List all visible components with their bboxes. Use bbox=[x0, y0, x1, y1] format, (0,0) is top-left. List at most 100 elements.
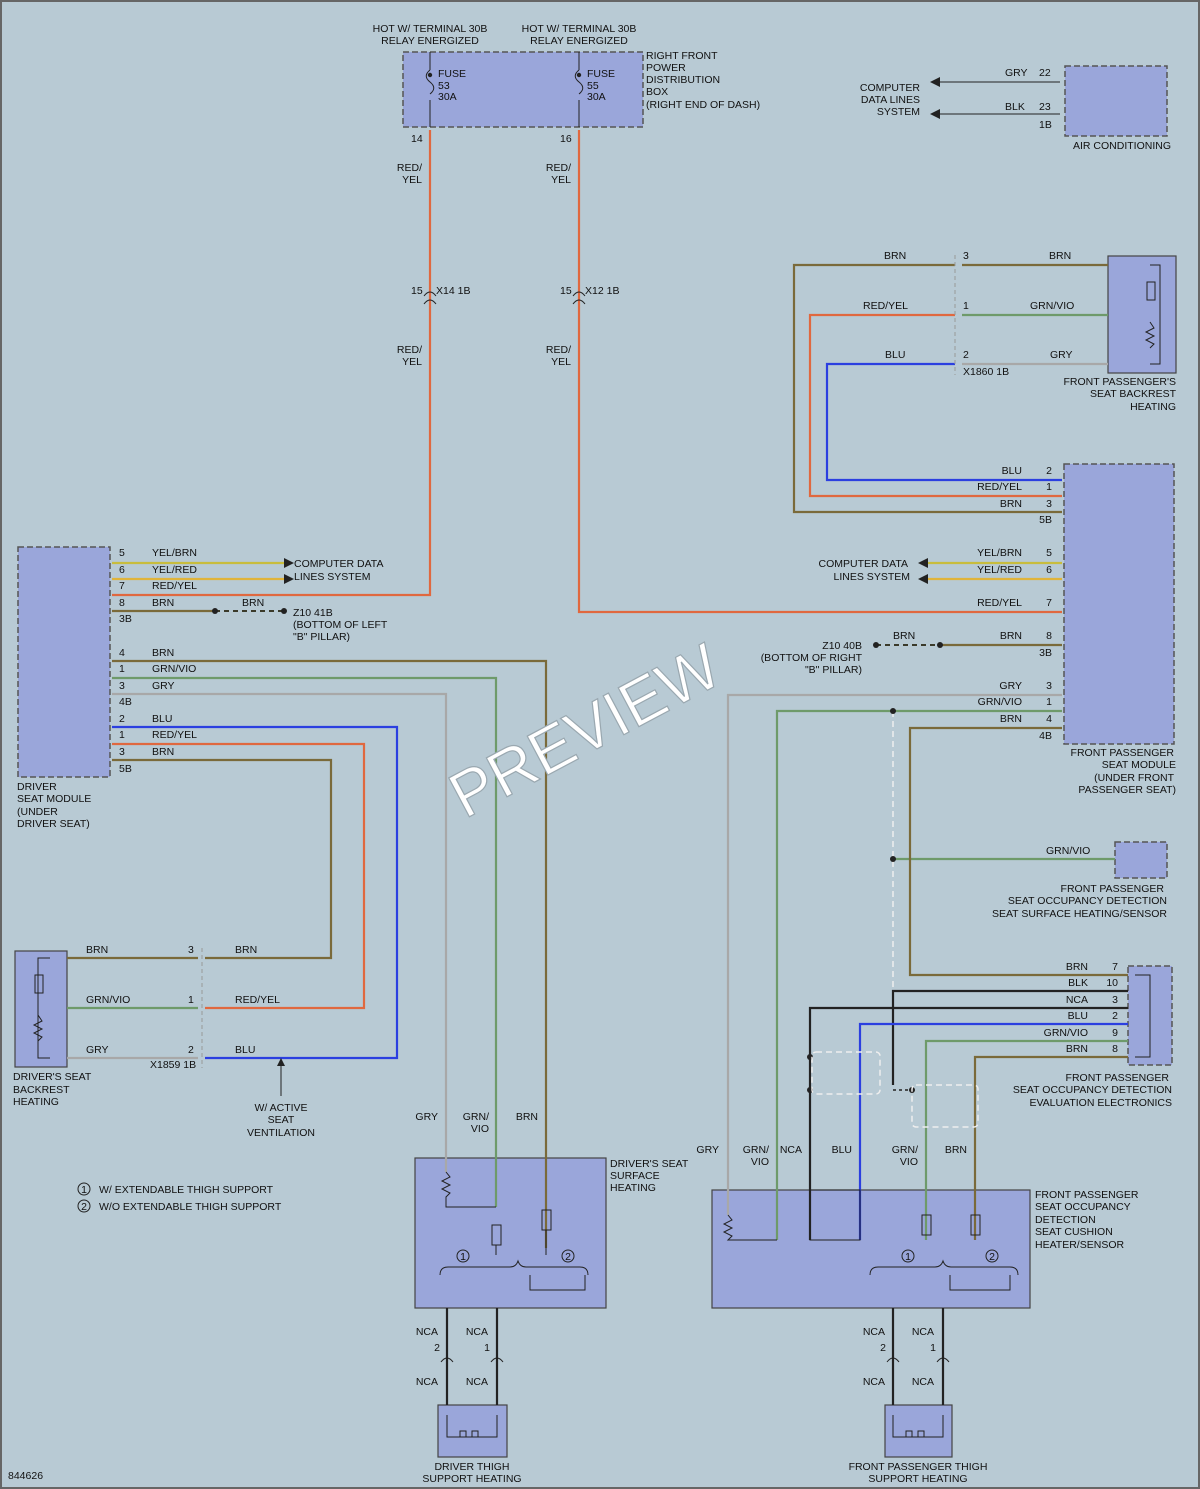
wire-blu-eval-2 bbox=[858, 1022, 1128, 1240]
legend-item-1: W/ EXTENDABLE THIGH SUPPORT bbox=[99, 1184, 274, 1196]
wire-brn-pass-backrest bbox=[792, 263, 1062, 514]
pm-title-3: (UNDER FRONT bbox=[1094, 772, 1174, 784]
db-grn-vio: GRN/VIO bbox=[86, 994, 130, 1006]
drv-backrest-circuit bbox=[37, 957, 50, 1059]
connector-x12-symbol bbox=[572, 291, 586, 305]
ds-nca-1: NCA bbox=[416, 1326, 438, 1338]
pm-conn-4b: 4B bbox=[1039, 730, 1052, 742]
pb-title-2: SEAT BACKREST bbox=[1090, 388, 1177, 400]
pass-module-labels: BLU RED/YEL BRN 2 1 3 5B COMPUTER DATA L… bbox=[761, 465, 1176, 796]
wire-brn-eval-8 bbox=[973, 1055, 1128, 1240]
db-pin-1: 1 bbox=[188, 994, 194, 1006]
dm-blu: BLU bbox=[152, 713, 172, 725]
pe-pin-4: 2 bbox=[1112, 1010, 1118, 1022]
pe-wire-2: BLK bbox=[1068, 977, 1088, 989]
pm-blu: BLU bbox=[1002, 465, 1022, 477]
pm-pin-5: 5 bbox=[1046, 547, 1052, 559]
twisted-pair-shield-2 bbox=[911, 1084, 979, 1128]
ds-nca-4: NCA bbox=[466, 1376, 488, 1388]
fuse53-number: 53 bbox=[438, 80, 450, 92]
db-pin-3: 3 bbox=[188, 944, 194, 956]
pc-gry: GRY bbox=[696, 1144, 719, 1156]
hot-label-2b: RELAY ENERGIZED bbox=[530, 35, 628, 47]
pass-cushion-element-1 bbox=[921, 1214, 932, 1236]
pm-pin-1: 1 bbox=[1046, 481, 1052, 493]
pe-title-2: SEAT OCCUPANCY DETECTION bbox=[1013, 1084, 1172, 1096]
pin-16: 16 bbox=[560, 133, 572, 145]
pass-cushion-brace bbox=[869, 1259, 1019, 1276]
pm-grn-vio: GRN/VIO bbox=[978, 696, 1022, 708]
dm-pin-4: 4 bbox=[119, 647, 125, 659]
db-vent-2: SEAT bbox=[268, 1114, 295, 1126]
db-vent-1: W/ ACTIVE bbox=[254, 1102, 307, 1114]
wire-blu-drv-backrest bbox=[112, 725, 399, 1060]
pc-nca-3: NCA bbox=[863, 1376, 885, 1388]
pass-cushion-labels: GRY GRN/ VIO NCA BLU GRN/ VIO BRN FRONT … bbox=[696, 1144, 1138, 1388]
pm-pin-8: 8 bbox=[1046, 630, 1052, 642]
conn-x14-pin: 15 bbox=[411, 285, 423, 297]
wire-grn-vio-pass-cushion bbox=[775, 709, 1062, 1240]
pb-blu: BLU bbox=[885, 349, 905, 361]
pm-title-1: FRONT PASSENGER bbox=[1071, 747, 1175, 759]
pm-yel-red: YEL/RED bbox=[977, 564, 1022, 576]
splice-drv-ground bbox=[212, 608, 218, 614]
pc-grn-vio-1a: GRN/ bbox=[743, 1144, 769, 1156]
drv-surface-sensor bbox=[440, 1171, 496, 1208]
legend-item-2: W/O EXTENDABLE THIGH SUPPORT bbox=[99, 1201, 282, 1213]
top-labels: HOT W/ TERMINAL 30B RELAY ENERGIZED HOT … bbox=[373, 23, 761, 368]
thigh-connectors bbox=[440, 1357, 950, 1363]
passenger-cushion-heater-box bbox=[711, 1189, 1031, 1309]
ds-gry: GRY bbox=[415, 1111, 438, 1123]
dm-pin-7: 7 bbox=[119, 580, 125, 592]
conn-x14-label: X14 1B bbox=[436, 285, 470, 297]
pc-grn-vio-2b: VIO bbox=[900, 1156, 918, 1168]
pm-brn-4: BRN bbox=[1000, 713, 1022, 725]
ds-option-2: 2 bbox=[565, 1251, 571, 1263]
dm-pin-6: 6 bbox=[119, 564, 125, 576]
pe-pin-2: 10 bbox=[1106, 977, 1118, 989]
fuse55-symbol bbox=[574, 69, 584, 95]
ac-labels: COMPUTER DATA LINES SYSTEM GRY BLK 22 23… bbox=[860, 67, 1171, 152]
wire-grn-vio-eval-9 bbox=[924, 1039, 1128, 1240]
splice-grn-vio-occ bbox=[890, 856, 896, 862]
db-title-2: BACKREST bbox=[13, 1084, 70, 1096]
pm-brn-3: BRN bbox=[1000, 630, 1022, 642]
pass-option-1-marker bbox=[901, 1249, 915, 1263]
dm-red-yel: RED/YEL bbox=[152, 580, 197, 592]
connector-x14-symbol bbox=[423, 291, 437, 305]
ac-wire-gry: GRY bbox=[1005, 67, 1028, 79]
passenger-seat-module bbox=[1063, 463, 1175, 745]
pass-occupancy-labels: GRN/VIO FRONT PASSENGER SEAT OCCUPANCY D… bbox=[992, 845, 1167, 920]
splice-grn-vio-top bbox=[890, 708, 896, 714]
drv-option-2-marker bbox=[561, 1249, 575, 1263]
driver-backrest-labels: BRN BRN GRN/VIO RED/YEL GRY BLU 3 1 2 X1… bbox=[13, 944, 315, 1139]
po-title-2: SEAT OCCUPANCY DETECTION bbox=[1008, 895, 1167, 907]
ground-point-right bbox=[873, 642, 879, 648]
splice-pass-ground bbox=[937, 642, 943, 648]
dm-red-yel-2: RED/YEL bbox=[152, 729, 197, 741]
pm-pin-3b: 3 bbox=[1046, 680, 1052, 692]
pdb-label-1: RIGHT FRONT bbox=[646, 50, 718, 62]
dm-ground-1: Z10 41B bbox=[293, 607, 333, 619]
pb-red-yel: RED/YEL bbox=[863, 300, 908, 312]
wire-label-2a: RED/ bbox=[546, 162, 571, 174]
wire-gry-drv-surface bbox=[112, 692, 448, 1172]
po-grn-vio: GRN/VIO bbox=[1046, 845, 1090, 857]
pc-title-1: FRONT PASSENGER bbox=[1035, 1189, 1139, 1201]
dm-pin-1b: 1 bbox=[119, 729, 125, 741]
wire-label-3a: RED/ bbox=[397, 344, 422, 356]
wire-label-4b: YEL bbox=[551, 356, 571, 368]
wire-red-yel-fuse53 bbox=[112, 130, 432, 597]
dm-title-4: DRIVER SEAT) bbox=[17, 818, 90, 830]
pb-brn-l: BRN bbox=[884, 250, 906, 262]
dm-title-2: SEAT MODULE bbox=[17, 793, 91, 805]
pt-title-2: SUPPORT HEATING bbox=[868, 1473, 967, 1485]
power-distribution-box bbox=[402, 51, 644, 128]
ds-title-3: HEATING bbox=[610, 1182, 656, 1194]
db-vent-3: VENTILATION bbox=[247, 1127, 315, 1139]
drv-backrest-sensor bbox=[32, 1014, 44, 1042]
arrow-drv-yel-red bbox=[284, 574, 294, 584]
pc-title-3: DETECTION bbox=[1035, 1214, 1096, 1226]
